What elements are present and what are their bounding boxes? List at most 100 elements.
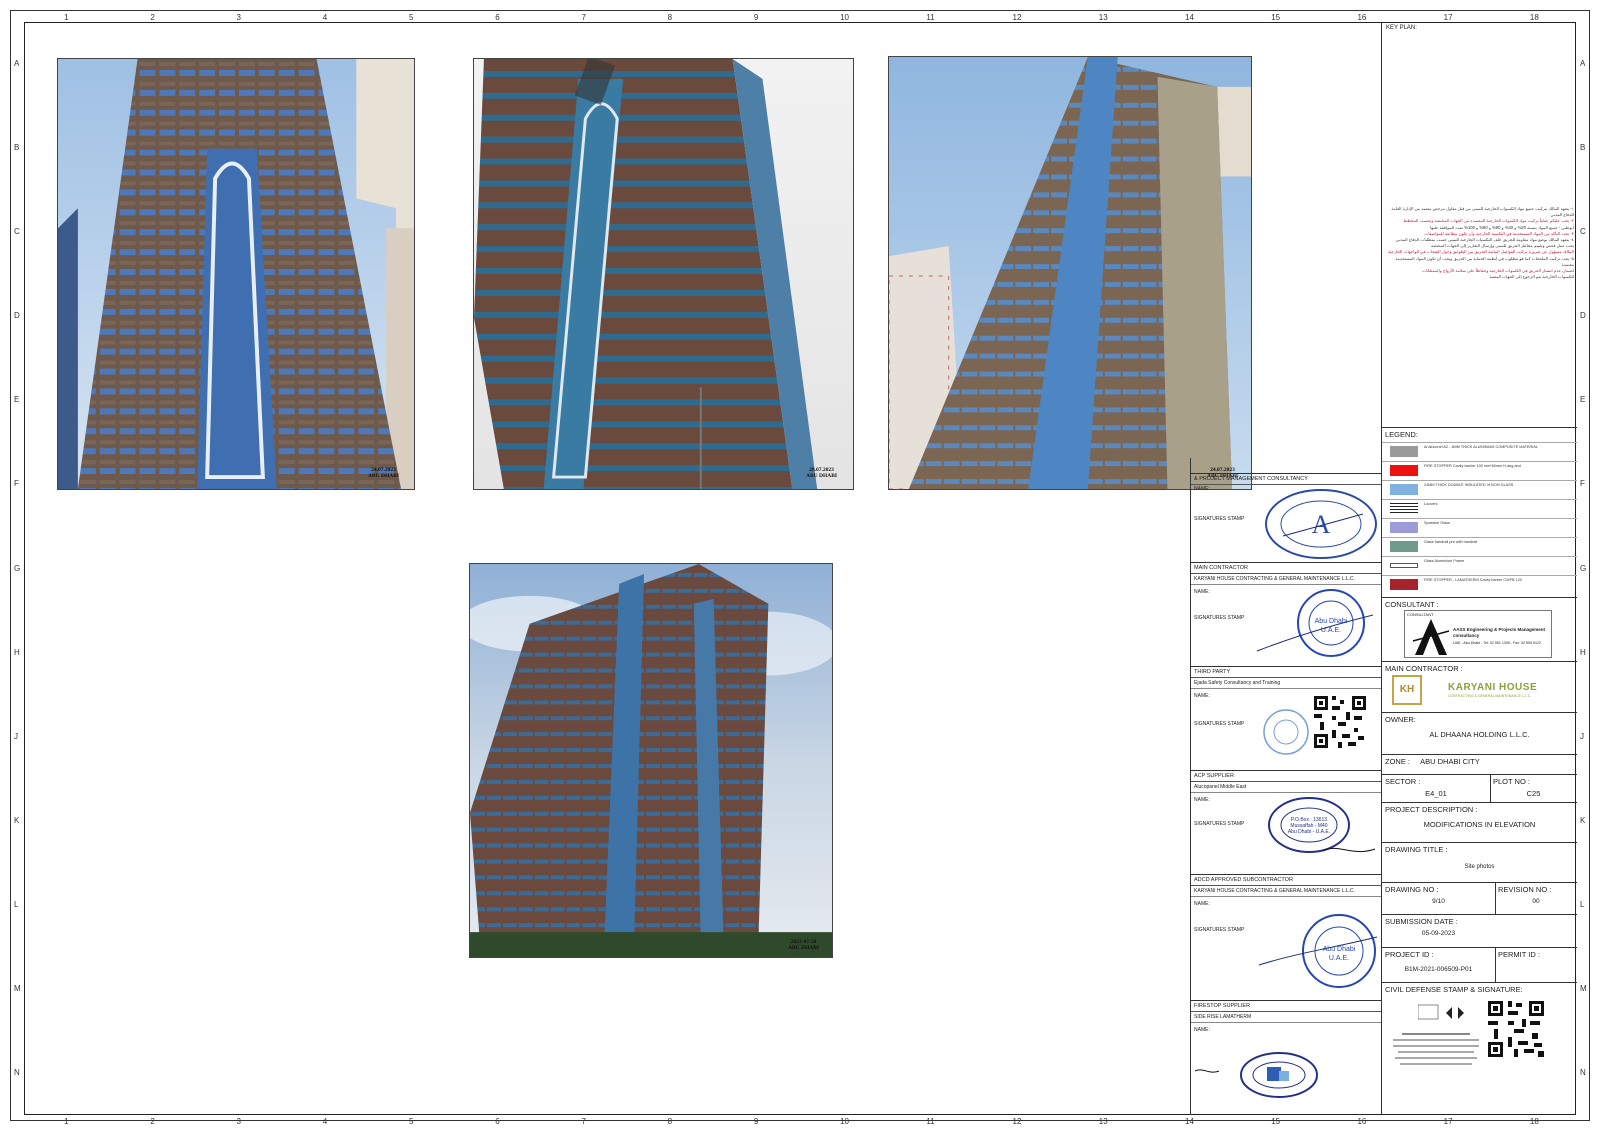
grid-column-label: 7 (581, 13, 586, 22)
signature-stamp-label: SIGNATURES STAMP (1194, 821, 1245, 827)
svg-text:U.A.E.: U.A.E. (1321, 627, 1341, 634)
project-id-label: PROJECT ID : (1385, 950, 1434, 959)
svg-text:Abu Dhabi: Abu Dhabi (1315, 618, 1348, 625)
zone-label: ZONE : (1385, 757, 1411, 766)
grid-row-label: A (14, 59, 20, 69)
grid-column-label: 14 (1185, 1117, 1194, 1126)
adcd-subcontractor-signature-section: ADCD APPROVED SUBCONTRACTOR KARYANI HOUS… (1191, 874, 1382, 1000)
signature-panel: & PROJECT MANAGEMENT CONSULTANCY NAME: S… (1190, 458, 1382, 1115)
grid-column-label: 2 (150, 13, 155, 22)
permit-id-label: PERMIT ID : (1498, 950, 1540, 959)
third-party-name: Ejada Safety Consultancy and Training (1191, 678, 1382, 689)
main-contractor-label: MAIN CONTRACTOR : (1385, 664, 1463, 673)
main-contractor-logo-name: KARYANI HOUSE (1448, 682, 1538, 693)
grid-row-label: K (1580, 815, 1586, 825)
building-photo-1 (58, 59, 414, 489)
grid-column-label: 9 (753, 13, 759, 22)
legend-description: FIRE STOPPER Cavity barrier 100 mm*60mm … (1424, 464, 1521, 468)
grid-column-label: 17 (1443, 1117, 1453, 1126)
grid-column-label: 10 (840, 13, 850, 22)
sector-label: SECTOR : (1385, 777, 1421, 786)
legend-item: 24MM THICK DOUBLE INSULATED VISION GLASS (1382, 480, 1577, 498)
grid-column-label: 15 (1271, 13, 1281, 22)
grid-row-label: D (1580, 311, 1586, 321)
grid-row-label: M (1580, 983, 1587, 993)
drawing-no-label: DRAWING NO : (1385, 885, 1439, 894)
third-party-header: THIRD PARTY (1191, 667, 1382, 678)
civil-defense-logo-icon (1418, 1004, 1464, 1020)
site-photo-2: 28.07.2023 ABU DHABI (473, 58, 854, 490)
building-photo-2 (474, 59, 853, 489)
photo-3-stamp: 24.07.2023 ABU DHABI (1207, 467, 1239, 480)
firestop-supplier-header: FIRESTOP SUPPLIER (1191, 1001, 1382, 1012)
drawing-title-value: Site photos (1464, 864, 1495, 870)
legend-item: Al aluconel A2 - 4MM THICK ALUMINIUM COM… (1382, 442, 1577, 460)
zone-section: ZONE : ABU DHABI CITY (1382, 754, 1577, 774)
civil-defense-label: CIVIL DEFENSE STAMP & SIGNATURE: (1385, 985, 1523, 994)
grid-row-label: F (1580, 479, 1585, 489)
legend-section: LEGEND: Al aluconel A2 - 4MM THICK ALUMI… (1382, 427, 1577, 597)
revision-label: REVISION NO : (1498, 885, 1552, 894)
plot-value: C25 (1526, 789, 1541, 798)
name-label: NAME: (1194, 589, 1210, 595)
grid-row-label: A (1580, 59, 1586, 69)
consultant-label: CONSULTANT : (1385, 600, 1439, 609)
name-label: NAME: (1194, 693, 1210, 699)
adcd-stamp-icon: Abu Dhabi U.A.E. (1258, 914, 1378, 988)
general-notes: ١- يتعهد المالك بتركيب جميع مواد الكسوات… (1387, 206, 1574, 280)
svg-text:Mussaffah - M40: Mussaffah - M40 (1290, 823, 1327, 829)
grid-column-label: 1 (64, 13, 69, 22)
grid-row-label: M (14, 983, 21, 993)
signature-stamp-label: SIGNATURES STAMP (1194, 516, 1245, 522)
grid-row-label: G (1580, 563, 1587, 573)
drawing-title-section: DRAWING TITLE : Site photos (1382, 842, 1577, 882)
legend-item: Louvers (1382, 499, 1577, 517)
acp-supplier-stamp-icon: P.O.Box : 13613 Mussaffah - M40 Abu Dhab… (1268, 797, 1376, 853)
adcd-subcontractor-header: ADCD APPROVED SUBCONTRACTOR (1191, 875, 1382, 886)
name-label: NAME: (1194, 486, 1210, 492)
owner-label: OWNER: (1385, 715, 1416, 724)
grid-column-label: 1 (64, 1117, 69, 1126)
legend-label: LEGEND: (1385, 430, 1418, 439)
name-label: NAME: (1194, 1027, 1210, 1033)
main-contractor-section: MAIN CONTRACTOR : KH KARYANI HOUSE CONTR… (1382, 661, 1577, 712)
signature-stamp-label: SIGNATURES STAMP (1194, 615, 1245, 621)
grid-row-label: F (14, 479, 19, 489)
grid-row-label: E (14, 395, 20, 405)
plot-label: PLOT NO : (1493, 777, 1530, 786)
legend-description: Al aluconel A2 - 4MM THICK ALUMINIUM COM… (1424, 445, 1539, 449)
third-party-signature-section: THIRD PARTY Ejada Safety Consultancy and… (1191, 666, 1382, 770)
adcd-subcontractor-name: KARYANI HOUSE CONTRACTING & GENERAL MAIN… (1191, 886, 1382, 897)
legend-description: Glass Aluminium Frame (1424, 559, 1465, 563)
grid-column-label: 13 (1098, 13, 1108, 22)
consultant-section: CONSULTANT : CONSULTANT AASS Engineering… (1382, 597, 1577, 661)
project-description-section: PROJECT DESCRIPTION : MODIFICATIONS IN E… (1382, 802, 1577, 842)
inner-border (24, 22, 1576, 1115)
site-photo-1: 24.07.2023 ABU DHABI (57, 58, 415, 490)
sector-plot-section: SECTOR : E4_01 PLOT NO : C25 (1382, 774, 1577, 802)
legend-description: Louvers (1424, 502, 1438, 506)
legend-item: Spandrel Glass (1382, 518, 1577, 536)
site-photo-4: 2023-07-28 ABU DHABI (469, 563, 833, 958)
contractor-stamp-icon: Abu Dhabi U.A.E. (1256, 589, 1374, 657)
revision-value: 00 (1532, 898, 1540, 905)
grid-row-label: L (14, 899, 19, 909)
legend-swatch (1390, 579, 1418, 590)
grid-column-label: 16 (1357, 13, 1367, 22)
grid-column-label: 2 (150, 1117, 155, 1126)
grid-column-label: 4 (322, 13, 328, 22)
grid-column-label: 3 (236, 1117, 241, 1126)
project-description-label: PROJECT DESCRIPTION : (1385, 805, 1478, 814)
svg-text:Abu Dhabi - U.A.E.: Abu Dhabi - U.A.E. (1288, 829, 1330, 835)
grid-row-label: L (1580, 899, 1585, 909)
key-plan-label: KEY PLAN: (1386, 25, 1417, 31)
grid-column-label: 12 (1012, 13, 1022, 22)
sector-value: E4_01 (1425, 789, 1447, 798)
svg-text:P.O.Box : 13613: P.O.Box : 13613 (1291, 817, 1327, 823)
consultant-signature-section: & PROJECT MANAGEMENT CONSULTANCY NAME: S… (1191, 473, 1382, 562)
consultant-header: & PROJECT MANAGEMENT CONSULTANCY (1191, 474, 1382, 485)
building-photo-3 (889, 57, 1251, 489)
legend-swatch (1390, 503, 1418, 514)
acp-supplier-signature-section: ACP SUPPLIER Alucopanel Middle East NAME… (1191, 770, 1382, 874)
